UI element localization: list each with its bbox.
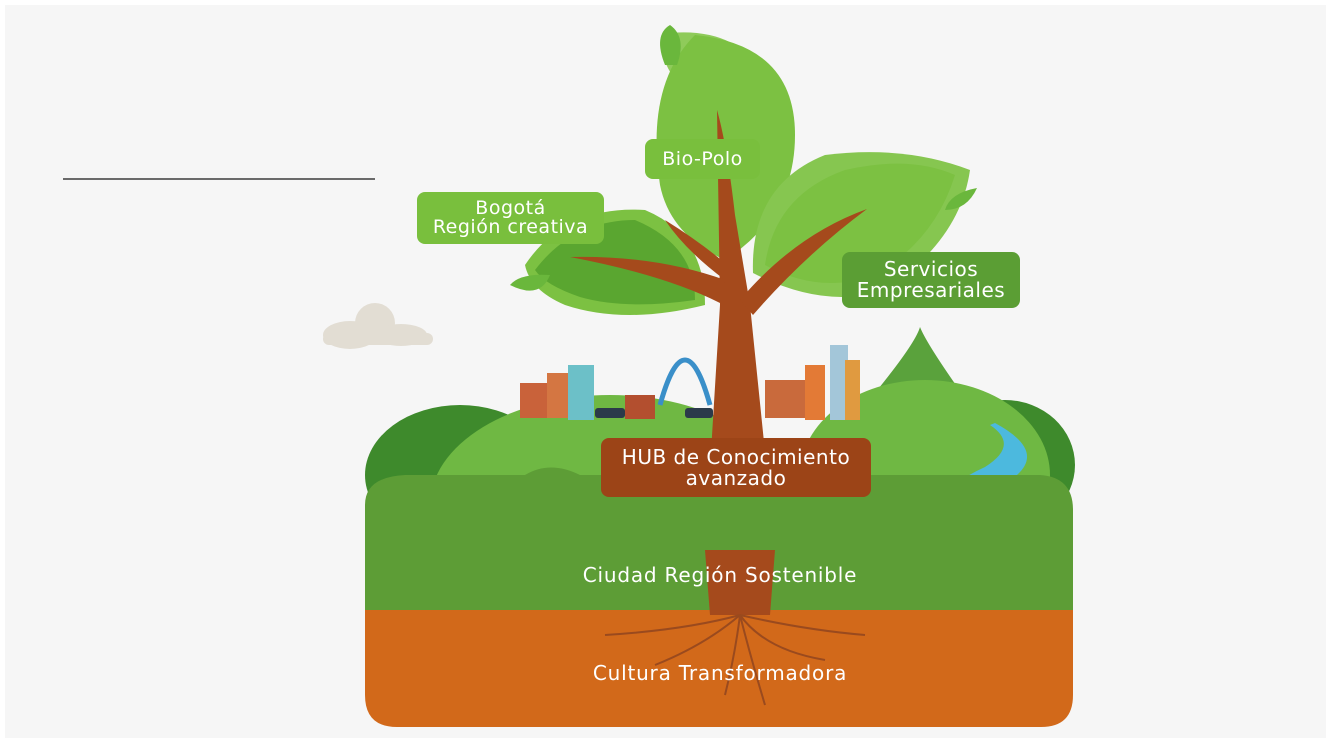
soil-band [365, 610, 1073, 727]
ciudad-region-sostenible-label: Ciudad Región Sostenible [582, 563, 858, 587]
tree-illustration [323, 25, 1075, 727]
bio-polo-label: Bio-Polo [645, 139, 760, 179]
title-divider-line [63, 178, 375, 180]
city-skyline [520, 345, 860, 420]
slide-canvas: Bio-Polo Bogotá Región creativa Servicio… [5, 5, 1326, 738]
cloud-icon [323, 303, 433, 349]
tree-roots [604, 614, 866, 706]
bogota-region-creativa-label: Bogotá Región creativa [417, 192, 604, 244]
cultura-transformadora-label: Cultura Transformadora [592, 661, 848, 685]
hub-conocimiento-label: HUB de Conocimiento avanzado [601, 438, 871, 497]
servicios-empresariales-label: Servicios Empresariales [842, 252, 1020, 308]
grass-band [365, 467, 1073, 617]
